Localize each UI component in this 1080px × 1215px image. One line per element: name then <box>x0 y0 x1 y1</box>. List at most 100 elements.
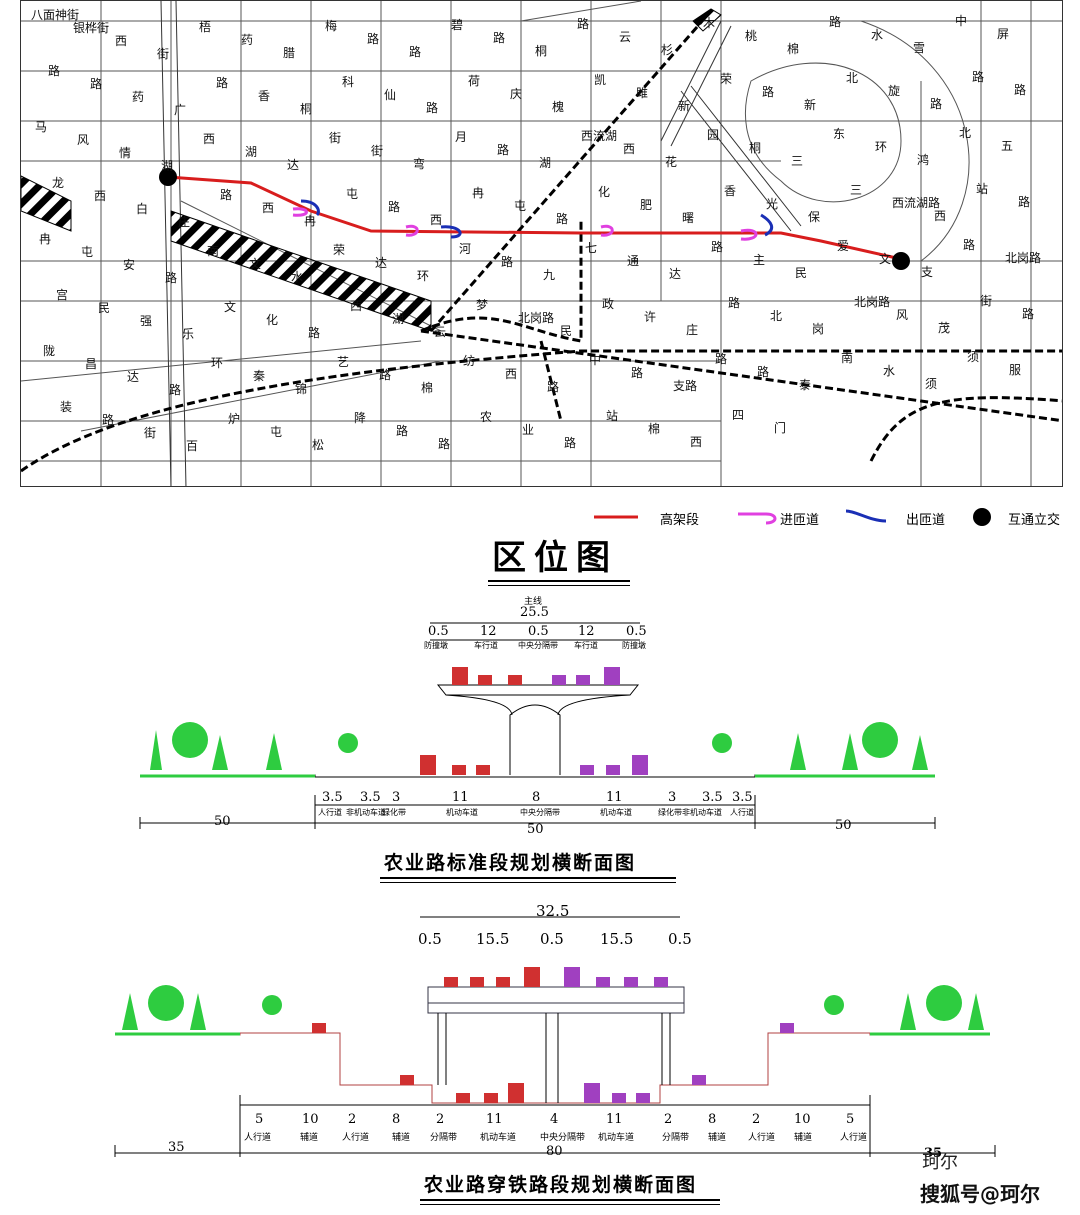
map-label: 弯 <box>413 157 426 171</box>
map-label: 站 <box>606 409 619 423</box>
map-label: 马 <box>35 120 48 134</box>
map-roads <box>21 1 1062 486</box>
map-label: 陇 <box>43 344 56 358</box>
map-label: 荣 <box>720 72 733 86</box>
legend-interchange-label: 互通立交 <box>1008 513 1061 528</box>
standard-top-name: 车行道 <box>474 641 498 650</box>
map-label: 湖 <box>539 156 552 170</box>
map-label: 路 <box>501 255 514 269</box>
rail-bottom-dim: 5 <box>846 1112 855 1127</box>
rail-bottom-name: 中央分隔带 <box>540 1133 586 1143</box>
map-label: 文 <box>249 257 262 271</box>
map-label: 路 <box>972 70 985 84</box>
map-label: 爱 <box>837 239 850 253</box>
map-label: 梦 <box>476 298 489 312</box>
map-label: 梅 <box>325 19 338 33</box>
map-label: 艺 <box>337 355 350 369</box>
rail-bottom-name: 辅道 <box>392 1133 411 1143</box>
map-label: 香 <box>258 89 271 103</box>
map-label: 路 <box>829 15 842 29</box>
map-label: 槐 <box>552 100 565 114</box>
map-label: 岗 <box>812 322 825 336</box>
map-label: 路 <box>308 326 321 340</box>
standard-title-underline <box>380 877 676 883</box>
map-label: 支 <box>921 265 934 279</box>
rail-road-width: 80 <box>546 1144 563 1159</box>
map-label: 中 <box>955 14 968 28</box>
map-label: 荣 <box>333 243 346 257</box>
map-label: 路 <box>169 383 182 397</box>
mainline-label: 主线 <box>524 597 543 607</box>
map-label: 花 <box>665 155 678 169</box>
map-legend: 高架段 进匝道 出匝道 互通立交 <box>590 505 1070 529</box>
rail-bottom-dim: 5 <box>255 1112 264 1127</box>
map-label: 路 <box>409 45 422 59</box>
map-label: 泰 <box>799 378 812 392</box>
upper-deck-vehicles <box>452 667 620 685</box>
map-label: 民 <box>98 301 111 315</box>
map-label: 南 <box>841 351 854 365</box>
map-label: 装 <box>60 400 73 414</box>
map-label: 路 <box>48 64 61 78</box>
rail-bottom-dim: 2 <box>348 1112 357 1127</box>
map-label: 农 <box>480 410 493 424</box>
map-label: 湖 <box>392 312 405 326</box>
map-label: 月 <box>455 130 468 144</box>
rail-bottom-name: 人行道 <box>342 1133 370 1143</box>
rail-bottom-name: 分隔带 <box>430 1133 458 1143</box>
rail-yard-hatch <box>170 210 432 332</box>
legend-on-ramp-label: 进匝道 <box>780 513 820 528</box>
map-label: 湖 <box>161 159 174 173</box>
map-label: 昌 <box>85 357 98 371</box>
standard-bottom-dim: 8 <box>532 790 541 805</box>
map-label: 服 <box>1009 363 1022 377</box>
map-label: 宫 <box>56 288 69 302</box>
rail-bottom-name: 人行道 <box>748 1133 776 1143</box>
map-label: 乐 <box>182 327 195 341</box>
map-label: 庄 <box>178 215 191 229</box>
map-label: 百 <box>186 439 199 453</box>
map-label: 路 <box>426 101 439 115</box>
map-label: 棉 <box>787 42 800 56</box>
map-label: 光 <box>766 197 779 211</box>
map-label: 秦 <box>253 369 266 383</box>
ground-vehicles <box>420 755 648 775</box>
rail-bottom-dim: 8 <box>392 1112 401 1127</box>
rail-bottom-name: 辅道 <box>708 1133 727 1143</box>
map-label: 安 <box>123 258 136 272</box>
map-label: 南 <box>207 244 220 258</box>
map-label: 文 <box>224 300 237 314</box>
map-label: 政 <box>602 297 615 311</box>
map-label: 北 <box>959 126 972 140</box>
standard-top-dim: 0.5 <box>428 624 449 639</box>
map-label: 白 <box>136 202 149 216</box>
map-label: 松 <box>312 438 325 452</box>
legend-interchange-swatch <box>973 508 991 526</box>
map-label: 桐 <box>535 44 548 58</box>
rail-top-dim: 0.5 <box>540 930 564 948</box>
map-label: 西 <box>350 299 363 313</box>
map-label: 北岗路 <box>854 295 891 309</box>
map-label: 路 <box>438 437 451 451</box>
map-label: 纺 <box>463 354 476 368</box>
map-label: 水 <box>883 364 896 378</box>
standard-top-name: 防撞墩 <box>424 641 448 650</box>
map-label: 达 <box>375 256 388 270</box>
rail-bottom-name: 机动车道 <box>480 1133 517 1143</box>
standard-cross-section <box>139 622 936 829</box>
map-label: 化 <box>598 185 611 199</box>
rail-bottom-dim: 8 <box>708 1112 717 1127</box>
interchange-east <box>892 252 910 270</box>
map-label: 湖 <box>245 145 258 159</box>
map-label: 街 <box>371 144 384 158</box>
on-ramps <box>292 207 758 241</box>
rail-title-underline <box>420 1199 720 1205</box>
map-label: 路 <box>497 143 510 157</box>
map-label: 八面神街 <box>31 8 80 22</box>
elevated-section-line <box>167 175 902 261</box>
map-label: 民 <box>560 324 573 338</box>
map-label: 西 <box>430 213 443 227</box>
map-label: 情 <box>119 146 132 160</box>
map-label: 达 <box>669 267 682 281</box>
railway-lines <box>21 10 1062 473</box>
